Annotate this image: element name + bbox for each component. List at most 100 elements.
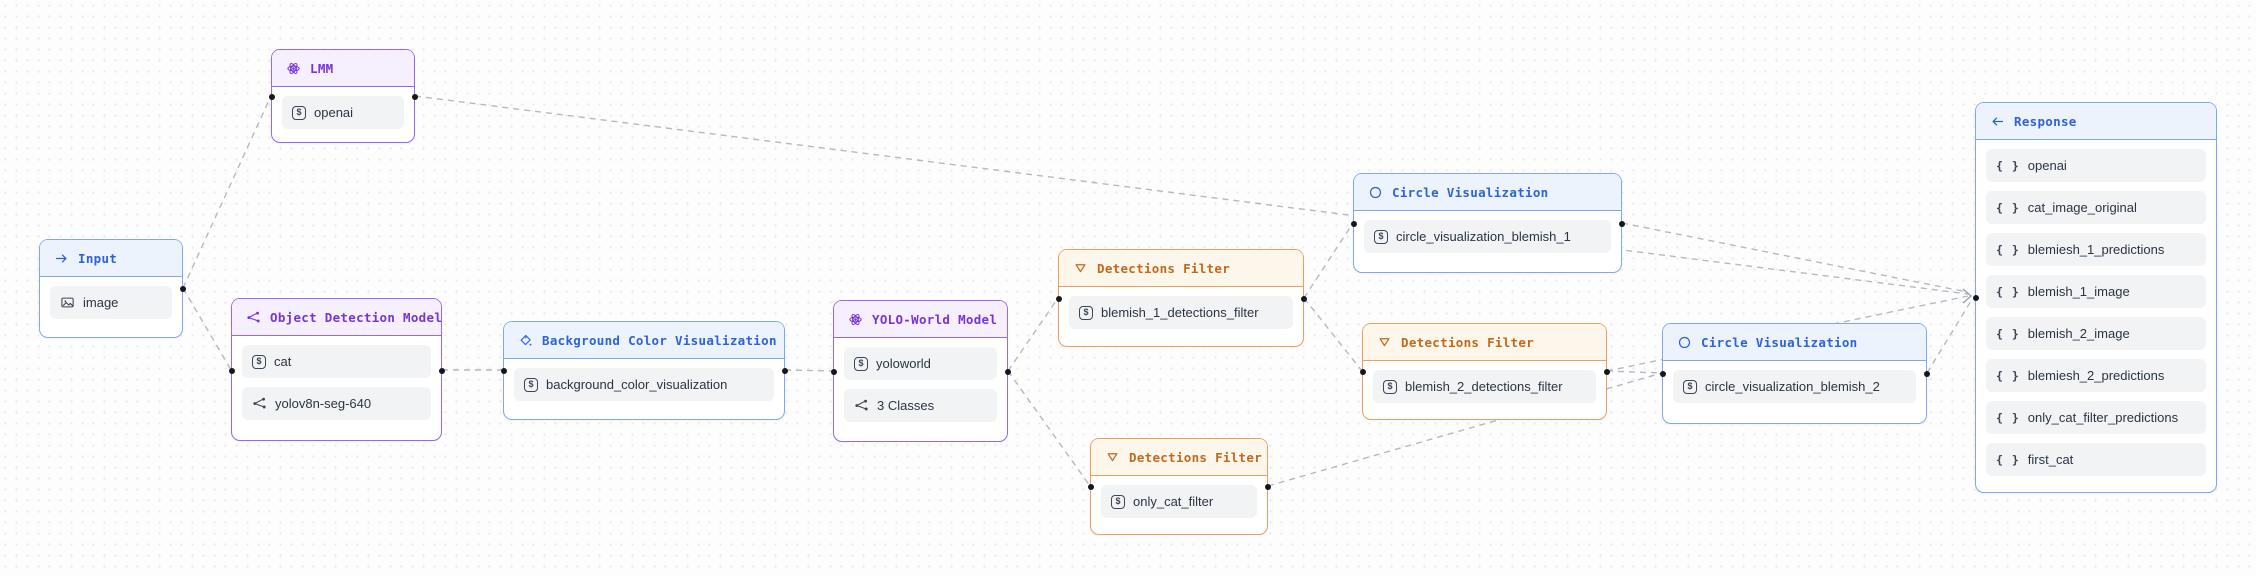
- handle-right[interactable]: [179, 286, 186, 292]
- node-item-label: blemish_1_detections_filter: [1101, 305, 1259, 320]
- dollar-box-icon: $: [252, 354, 266, 369]
- node-header[interactable]: Detections Filter: [1091, 439, 1267, 476]
- node-item[interactable]: image: [50, 286, 172, 319]
- funnel-icon: [1073, 261, 1088, 276]
- node-item[interactable]: { }first_cat: [1986, 443, 2206, 476]
- node-header[interactable]: Detections Filter: [1059, 250, 1303, 287]
- node-header[interactable]: Circle Visualization: [1663, 324, 1926, 361]
- node-item-label: only_cat_filter: [1133, 494, 1214, 509]
- handle-right[interactable]: [1923, 371, 1930, 377]
- node-circle-visualization-1[interactable]: Circle Visualization $circle_visualizatio…: [1350, 173, 1625, 273]
- dollar-box-icon: $: [854, 356, 868, 371]
- node-item[interactable]: $ cat: [242, 345, 431, 378]
- dollar-box-icon: $: [1683, 379, 1697, 394]
- edge[interactable]: [784, 369, 834, 372]
- node-item[interactable]: $circle_visualization_blemish_2: [1673, 370, 1916, 403]
- node-header[interactable]: YOLO-World Model: [834, 301, 1007, 338]
- node-item[interactable]: $openai: [282, 96, 404, 129]
- node-item[interactable]: $circle_visualization_blemish_1: [1364, 220, 1611, 253]
- edge[interactable]: [1007, 370, 1091, 487]
- node-item[interactable]: { }blemiesh_2_predictions: [1986, 359, 2206, 392]
- node-header[interactable]: Response: [1976, 103, 2216, 140]
- node-body: $yoloworld 3 Classes: [834, 338, 1007, 431]
- node-body: $circle_visualization_blemish_2: [1663, 361, 1926, 412]
- node-circle-visualization-2[interactable]: Circle Visualization $circle_visualizatio…: [1659, 323, 1930, 424]
- node-background-color-visualization[interactable]: Background Color Visualization $backgroun…: [500, 321, 788, 420]
- edge[interactable]: [414, 95, 1969, 295]
- handle-right[interactable]: [1004, 369, 1011, 375]
- handle-right[interactable]: [1264, 484, 1271, 490]
- edge[interactable]: [1303, 297, 1363, 372]
- node-item[interactable]: $yoloworld: [844, 347, 997, 380]
- node-item[interactable]: $ blemish_1_detections_filter: [1069, 296, 1293, 329]
- handle-left[interactable]: [1087, 484, 1094, 490]
- node-item[interactable]: $background_color_visualization: [514, 368, 774, 401]
- handle-left[interactable]: [228, 368, 235, 374]
- handle-left[interactable]: [830, 369, 837, 375]
- edge[interactable]: [1303, 222, 1354, 299]
- atom-icon: [848, 312, 863, 327]
- node-title: Detections Filter: [1129, 449, 1263, 465]
- handle-right[interactable]: [781, 368, 788, 374]
- node-item[interactable]: { }cat_image_original: [1986, 191, 2206, 224]
- node-item[interactable]: { }blemish_1_image: [1986, 275, 2206, 308]
- edge[interactable]: [1926, 300, 1972, 374]
- handle-left[interactable]: [1659, 371, 1666, 377]
- handle-right[interactable]: [1618, 221, 1625, 227]
- node-item-label: 3 Classes: [877, 398, 935, 413]
- edge[interactable]: [1621, 222, 1968, 293]
- node-item[interactable]: 3 Classes: [844, 389, 997, 422]
- handle-left[interactable]: [1359, 369, 1366, 375]
- node-input[interactable]: Input image: [39, 239, 186, 338]
- handle-left[interactable]: [268, 94, 275, 100]
- dollar-box-icon: $: [1374, 229, 1388, 244]
- dollar-box-icon: $: [1383, 379, 1397, 394]
- image-icon: [60, 295, 75, 310]
- node-item[interactable]: { }blemish_2_image: [1986, 317, 2206, 350]
- node-body: $background_color_visualization: [504, 359, 784, 410]
- node-lmm[interactable]: LMM $openai: [268, 49, 418, 143]
- node-detections-filter-1[interactable]: Detections Filter $ blemish_1_detections_f…: [1055, 249, 1307, 347]
- handle-right[interactable]: [411, 94, 418, 100]
- dollar-box-icon: $: [1079, 305, 1093, 320]
- edge[interactable]: [1606, 370, 1663, 374]
- node-item-label: blemiesh_1_predictions: [2027, 242, 2165, 257]
- node-item[interactable]: yolov8n-seg-640: [242, 387, 431, 420]
- node-header[interactable]: Input: [40, 240, 182, 277]
- node-item[interactable]: $blemish_2_detections_filter: [1373, 370, 1596, 403]
- node-item[interactable]: { }openai: [1986, 149, 2206, 182]
- node-detections-filter-3[interactable]: Detections Filter $only_cat_filter: [1087, 438, 1271, 535]
- node-response[interactable]: Response { }openai { }cat_image_original { …: [1972, 102, 2217, 493]
- node-body: $openai: [272, 87, 414, 138]
- edge[interactable]: [182, 95, 272, 289]
- node-item[interactable]: { }blemiesh_1_predictions: [1986, 233, 2206, 266]
- edge[interactable]: [182, 287, 232, 371]
- node-item[interactable]: $only_cat_filter: [1101, 485, 1257, 518]
- edge[interactable]: [1007, 297, 1059, 372]
- molecule-icon: [252, 396, 267, 411]
- node-item[interactable]: { }only_cat_filter_predictions: [1986, 401, 2206, 434]
- node-item-label: cat: [274, 354, 292, 369]
- node-item-label: yolov8n-seg-640: [275, 396, 372, 411]
- node-yolo-world-model[interactable]: YOLO-World Model $yoloworld 3 Classes: [830, 300, 1011, 442]
- node-title: Response: [2014, 113, 2077, 129]
- handle-right[interactable]: [1300, 296, 1307, 302]
- handle-left[interactable]: [500, 368, 507, 374]
- circle-icon: [1677, 335, 1692, 350]
- node-header[interactable]: Detections Filter: [1363, 324, 1606, 361]
- node-header[interactable]: Background Color Visualization: [504, 322, 784, 359]
- handle-left[interactable]: [1055, 296, 1062, 302]
- handle-right[interactable]: [1603, 369, 1610, 375]
- node-object-detection-model[interactable]: Object Detection Model $ cat yolov8n-seg-64…: [228, 298, 445, 441]
- node-body: $ cat yolov8n-seg-640: [232, 336, 441, 429]
- node-item-label: background_color_visualization: [546, 377, 728, 392]
- node-title: Detections Filter: [1097, 260, 1231, 276]
- handle-left[interactable]: [1350, 221, 1357, 227]
- node-header[interactable]: Circle Visualization: [1354, 174, 1621, 211]
- node-detections-filter-2[interactable]: Detections Filter $blemish_2_detections_f…: [1359, 323, 1610, 420]
- handle-right[interactable]: [438, 368, 445, 374]
- handle-left[interactable]: [1972, 295, 1979, 301]
- node-header[interactable]: LMM: [272, 50, 414, 87]
- node-header[interactable]: Object Detection Model: [232, 299, 442, 336]
